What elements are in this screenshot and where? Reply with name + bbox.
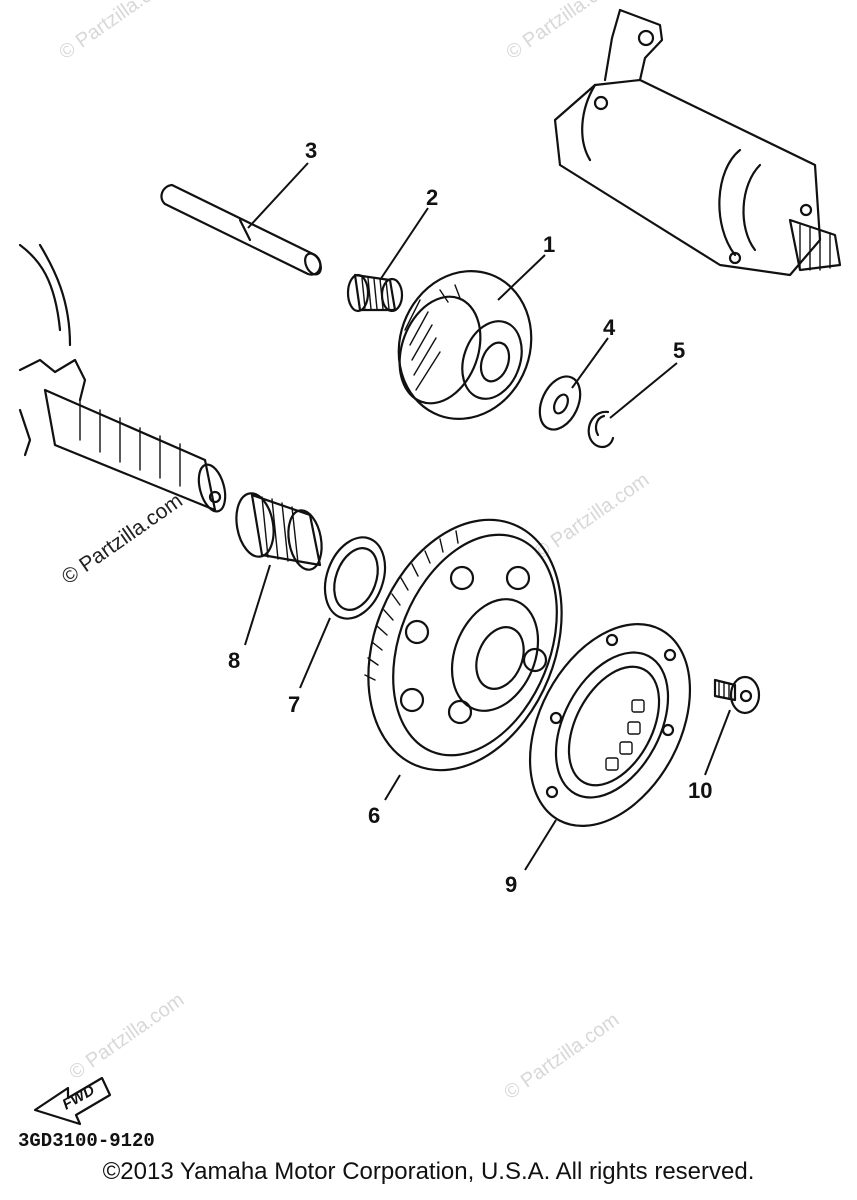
part-5-circlip (587, 410, 615, 449)
crankshaft (18, 243, 227, 513)
callout-7: 7 (288, 692, 300, 717)
part-1-idler-gear (397, 269, 533, 421)
callout-6: 6 (368, 803, 380, 828)
callout-3: 3 (305, 138, 317, 163)
diagram-code: 3GD3100-9120 (18, 1130, 155, 1152)
fwd-label: FWD (60, 1082, 98, 1114)
leader-lines (244, 162, 731, 871)
callout-1: 1 (543, 232, 555, 257)
watermark: © Partzilla.com (58, 489, 187, 589)
part-7-washer (323, 536, 387, 620)
callout-9: 9 (505, 872, 517, 897)
watermark: © Partzilla.com (55, 0, 178, 64)
watermarks: © Partzilla.com © Partzilla.com © Partzi… (55, 0, 653, 1104)
callout-10: 10 (688, 778, 712, 803)
fwd-arrow-icon: FWD (33, 1076, 112, 1126)
callout-labels: 1 2 3 4 5 6 7 8 9 10 (228, 138, 712, 897)
watermark: © Partzilla.com (530, 469, 653, 564)
callout-5: 5 (673, 338, 685, 363)
part-4-washer (538, 375, 582, 431)
part-2-bearing (346, 273, 404, 313)
part-3-shaft (160, 183, 322, 276)
starter-motor (553, 8, 842, 277)
watermark: © Partzilla.com (65, 989, 188, 1084)
callout-2: 2 (426, 185, 438, 210)
copyright-notice: ©2013 Yamaha Motor Corporation, U.S.A. A… (102, 1158, 755, 1185)
part-9-starter-clutch (528, 623, 692, 827)
callout-8: 8 (228, 648, 240, 673)
part-10-bolt (713, 675, 761, 715)
watermark: © Partzilla.com (500, 1009, 623, 1104)
part-8-bearing (235, 492, 323, 571)
part-6-wheel-gear (364, 518, 563, 772)
watermark: © Partzilla.com (502, 0, 625, 64)
callout-4: 4 (603, 315, 616, 340)
